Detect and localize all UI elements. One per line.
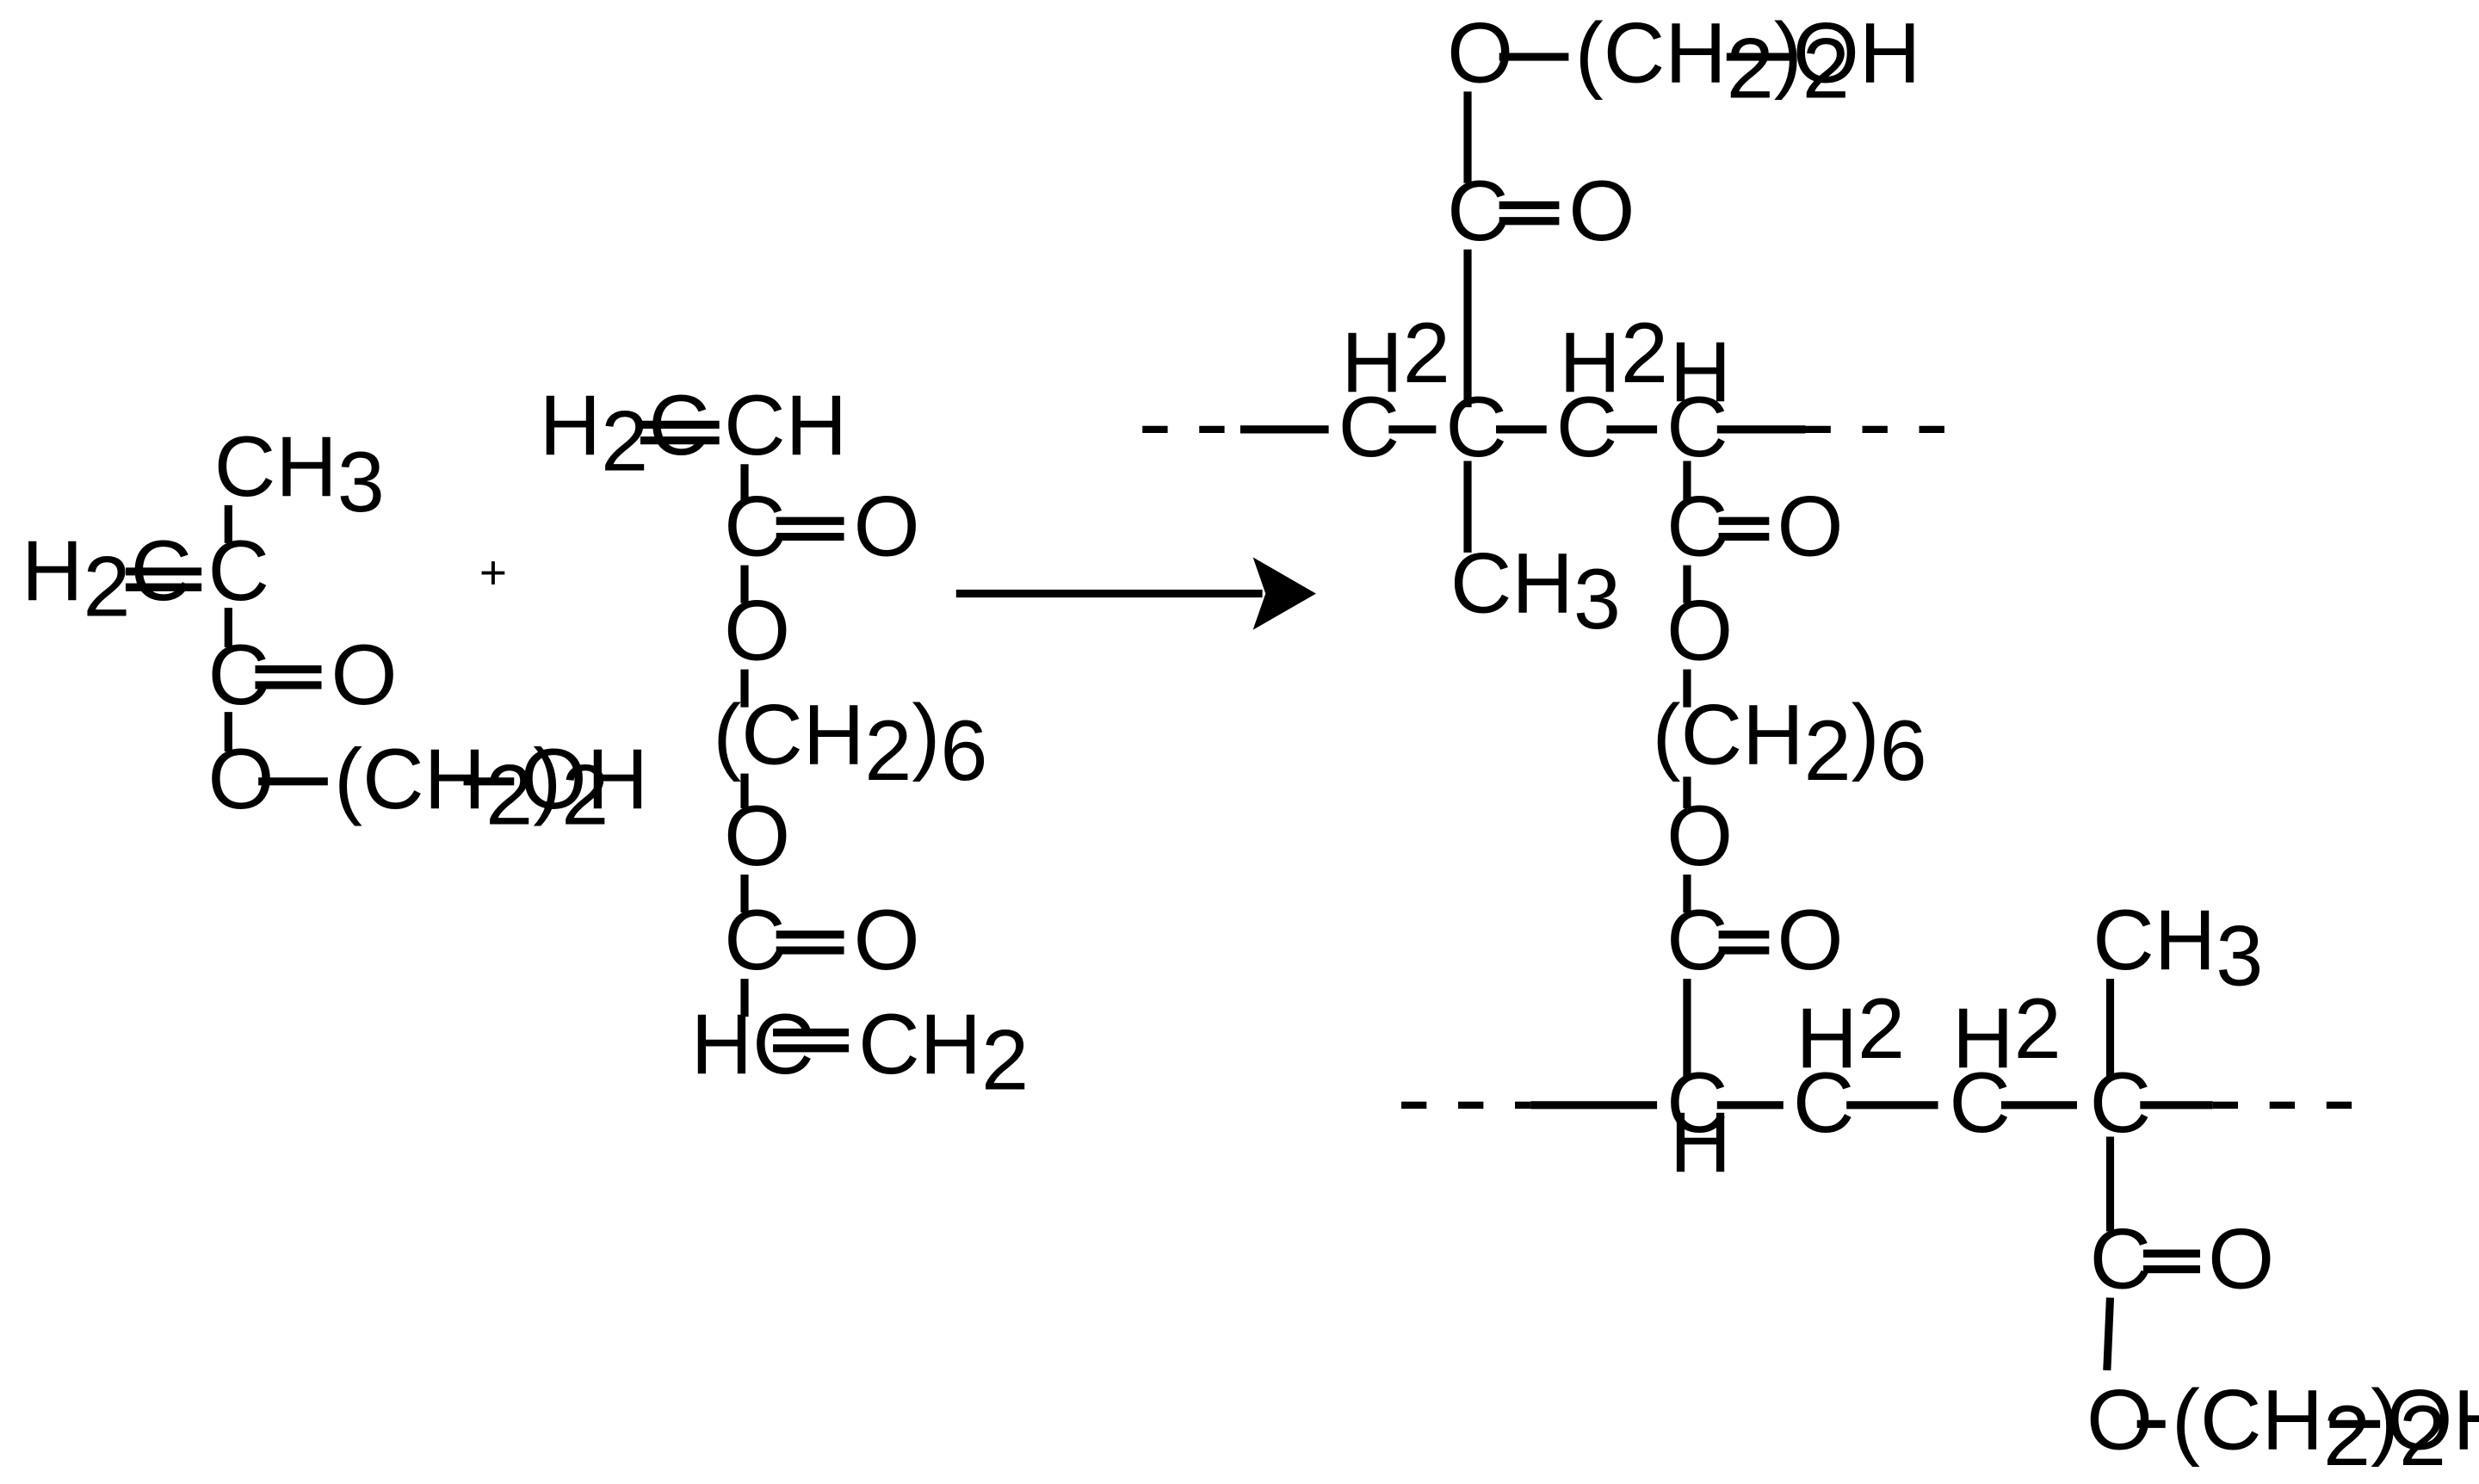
prod-lower-ch2-1-h: H2 [1796, 980, 1906, 1085]
prod-upper-ch2-1-h: H2 [1341, 305, 1450, 410]
prod-top-hydroxyl: OH [1793, 4, 1921, 100]
hdda-hexamethylene-chain: (CH2)6 [713, 687, 987, 798]
hema-alpha-c: C [207, 522, 269, 618]
prod-top-ethylene-chain: (CH2)2 [1575, 4, 1850, 115]
prod-upper-methyl: CH3 [1450, 535, 1621, 646]
hdda-carbonyl-2-o: O [854, 892, 920, 987]
hdda-ester-1-o: O [724, 583, 790, 678]
prod-lower-methyl: CH3 [2093, 892, 2263, 1003]
prod-top-carbonyl-o: O [1568, 163, 1635, 258]
prod-upper-ch2-2-h: H2 [1559, 305, 1668, 410]
prod-lower-ch2-2-c: C [1949, 1054, 2011, 1150]
plus-sign: + [479, 546, 507, 599]
prod-link-ester-2-o: O [1666, 788, 1733, 883]
prod-bottom-carbonyl-o: O [2208, 1211, 2274, 1307]
prod-bottom-ester-o: O [2086, 1372, 2153, 1468]
hema-ethylene-chain: (CH2)2 [334, 731, 609, 842]
hdda-carbonyl-1-o: O [854, 479, 920, 574]
hema-methyl: CH3 [214, 418, 385, 529]
prod-lower-ch-h: H [1670, 1094, 1732, 1190]
prod-bottom-carbonyl-c: C [2090, 1211, 2152, 1307]
prod-link-carbonyl-1-o: O [1777, 479, 1843, 574]
prod-top-ester-o: O [1447, 4, 1513, 100]
prod-link-ester-1-o: O [1666, 583, 1733, 678]
hema-vinyl-ch2: H2C [22, 522, 192, 634]
prod-upper-ch-h: H [1670, 324, 1732, 419]
prod-link-carbonyl-2-o: O [1777, 892, 1843, 987]
hdda-top-ch: CH [724, 377, 847, 473]
prod-link-carbonyl-2-c: C [1666, 892, 1728, 987]
prod-link-hexamethylene-chain: (CH2)6 [1653, 687, 1927, 798]
hdda-carbonyl-2-c: C [724, 892, 786, 987]
reaction-arrow [955, 557, 1316, 630]
bond-bottom-carbonyl-ester [2103, 1297, 2115, 1371]
prod-lower-ch2-1-c: C [1793, 1054, 1855, 1150]
prod-link-carbonyl-1-c: C [1666, 479, 1728, 574]
prod-bottom-ethylene-chain: (CH2)2 [2172, 1372, 2446, 1483]
hdda-bottom-hc: HC [691, 996, 814, 1091]
hdda-top-vinyl-ch2: H2C [540, 377, 710, 488]
product-network: O (CH2)2 OH C O H2 C C H2 C H C CH3 C O [1142, 4, 2479, 1483]
hema-carbonyl-o: O [331, 627, 398, 722]
hdda-bottom-ch2: CH2 [858, 996, 1029, 1107]
prod-lower-ch2-2-h: H2 [1952, 980, 2062, 1085]
reactant-hema: CH3 H2C C C O O (CH2)2 OH [22, 418, 648, 842]
prod-bottom-hydroxyl: OH [2386, 1372, 2479, 1468]
hdda-carbonyl-1-c: C [724, 479, 786, 574]
prod-top-carbonyl-c: C [1447, 163, 1509, 258]
arrow-head [1252, 557, 1316, 630]
reactant-hdda: H2C CH C O O (CH2)6 O C O HC CH2 [540, 377, 1029, 1107]
hema-hydroxyl: OH [521, 731, 649, 826]
hema-carbonyl-c: C [207, 627, 269, 722]
hdda-ester-2-o: O [724, 788, 790, 883]
